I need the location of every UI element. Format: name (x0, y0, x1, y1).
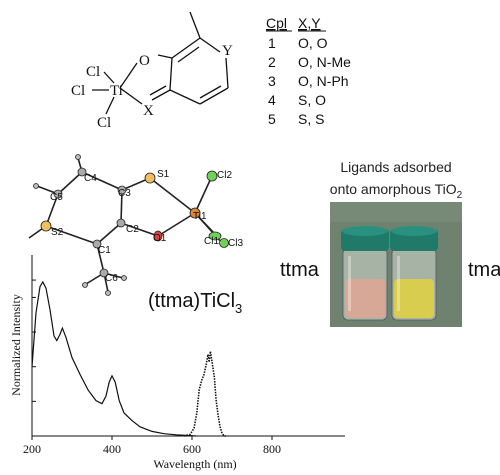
atom-o1 (153, 230, 163, 242)
x-tick-label: 800 (263, 442, 281, 456)
label-cl1: Cl1 (204, 236, 219, 247)
series-line-1 (31, 280, 197, 437)
atom-h6c (121, 275, 127, 281)
table-row-3-xy: O, N-Ph (298, 73, 349, 89)
ti-complex-structure (92, 11, 229, 115)
compound-name: (ttma)TiCl3 (148, 290, 242, 316)
atom-h4 (75, 154, 81, 160)
vials-photo (330, 202, 462, 327)
atom-c5 (53, 189, 63, 199)
table-header-cpl: Cpl (266, 15, 287, 31)
label-cl3: Cl3 (228, 238, 243, 249)
label-c6: C6 (105, 273, 118, 284)
atom-h6b (105, 290, 111, 296)
y-axis-label: Normalized Intensity (9, 294, 23, 396)
table-row-3-cpl: 3 (268, 73, 276, 89)
atom-label-x: X (143, 103, 154, 119)
series-line-2 (183, 351, 226, 437)
label-cl2: Cl2 (217, 170, 232, 181)
table-header-xy: X,Y (298, 15, 321, 31)
atom-label-methyl-ring-o: O (139, 53, 150, 69)
spectrum-chart: 200 400 600 800 Wavelength (nm) Normalized … (9, 255, 345, 471)
photo-caption-line-2: onto amorphous TiO2 (330, 181, 463, 201)
label-s1: S1 (157, 169, 170, 180)
table-row-5-xy: S, S (298, 111, 324, 127)
atom-label-cl-bot: Cl (97, 115, 111, 131)
atom-c3 (117, 185, 127, 195)
atom-label-ti: Ti (110, 83, 123, 99)
atom-ti1 (189, 207, 201, 219)
atom-h6a (82, 282, 88, 288)
label-c2: C2 (126, 224, 139, 235)
atom-label-y: Y (222, 43, 233, 59)
crystal-atom-labels: C4 C3 S1 Cl2 C5 Ti1 C2 O1 Cl1 Cl3 S2 C1 … (50, 169, 243, 284)
photo-caption-line-1: Ligands adsorbed (340, 159, 451, 175)
table-row-5-cpl: 5 (268, 111, 276, 127)
atom-cl2 (206, 170, 218, 182)
label-c4: C4 (84, 173, 97, 184)
table-row-1-cpl: 1 (268, 35, 276, 51)
label-c1: C1 (98, 245, 111, 256)
label-s2: S2 (51, 227, 64, 238)
atom-label-cl-top: Cl (86, 64, 100, 80)
atom-c1 (92, 239, 102, 249)
x-tick-label: 200 (23, 442, 41, 456)
crystal-atoms (33, 154, 229, 296)
vial-label-ttma: ttma (280, 259, 320, 281)
x-tick-label: 400 (103, 442, 121, 456)
atom-h5 (33, 183, 39, 189)
atom-c2 (116, 218, 126, 228)
atom-label-cl-mid: Cl (71, 83, 85, 99)
atom-s2 (40, 220, 52, 232)
atom-c4 (77, 167, 87, 177)
label-c3: C3 (118, 188, 131, 199)
atom-cl3 (219, 238, 229, 248)
table-row-2-cpl: 2 (268, 54, 276, 70)
table-row-4-xy: S, O (298, 92, 326, 108)
table-row-1-xy: O, O (298, 35, 328, 51)
label-o1: O1 (153, 233, 167, 244)
x-axis-label: Wavelength (nm) (153, 457, 236, 471)
table-row-2-xy: O, N-Me (298, 54, 351, 70)
atom-cl1 (208, 231, 222, 241)
atom-s1 (144, 172, 156, 184)
label-ti1: Ti1 (193, 211, 207, 222)
vial-label-tma: tma (468, 259, 500, 281)
atom-c6 (99, 268, 109, 278)
compound-table: Cpl X,Y 1 O, O 2 O, N-Me 3 O, N-Ph 4 S, … (266, 15, 351, 127)
label-c5: C5 (50, 192, 63, 203)
table-row-4-cpl: 4 (268, 92, 276, 108)
x-tick-label: 600 (183, 442, 201, 456)
